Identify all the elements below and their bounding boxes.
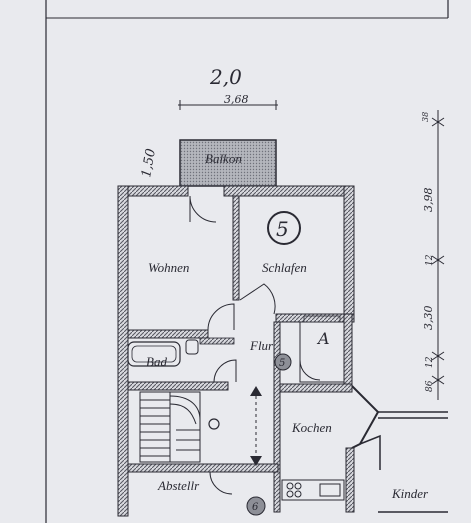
room-label-schlafen: Schlafen (262, 260, 307, 275)
room-label-kochen: Kochen (291, 420, 332, 435)
balcony (179, 139, 277, 187)
door-wohnen-flur (207, 303, 235, 331)
bath-sink (185, 339, 199, 355)
dim-right-e: 12 (425, 356, 435, 368)
toilet-mark: A (316, 329, 330, 348)
stair-marker-lower-circle (246, 496, 266, 516)
bath-fixture-strip (199, 337, 235, 345)
section-arrow-up (250, 386, 262, 396)
apartment-number: 5 (276, 217, 289, 241)
room-label-flur: Flur (249, 338, 274, 353)
stair-marker-lower: 6 (252, 502, 259, 513)
dim-top-width: 2,0 (209, 65, 242, 89)
section-arrow-down (250, 456, 262, 466)
dim-right-c: 12 (425, 254, 435, 266)
door-flur-stairs (213, 359, 237, 383)
bay-window (351, 385, 380, 449)
dim-top-sub: 3,68 (224, 93, 249, 106)
dim-right-b: 3,98 (422, 188, 435, 213)
kitchen-counter (281, 479, 345, 501)
room-label-abstell: Abstellr (157, 478, 200, 493)
dim-balcony-depth: 1,50 (139, 148, 159, 179)
room-label-wohnen: Wohnen (148, 260, 189, 275)
stair-marker-upper-circle (274, 353, 292, 371)
apartment-number-circle (267, 211, 301, 245)
dim-right-f: 86 (425, 380, 435, 392)
staircase (139, 391, 201, 463)
wc-door (299, 359, 321, 381)
right-dimension-chain (431, 110, 445, 400)
room-label-kinder: Kinder (391, 486, 429, 501)
door-schlafen-flur (239, 283, 276, 315)
room-label-bad: Bad (146, 354, 167, 369)
door-abstell (209, 471, 233, 495)
balcony-door (189, 195, 217, 223)
bathtub (127, 341, 181, 367)
stair-marker-upper: 5 (279, 358, 285, 369)
stair-post (208, 418, 220, 430)
wc-shelf (303, 315, 341, 323)
room-label-balkon: Balkon (205, 151, 242, 166)
dim-right-d: 3,30 (422, 306, 435, 331)
walls (117, 185, 355, 517)
dim-right-a: 38 (421, 112, 430, 122)
